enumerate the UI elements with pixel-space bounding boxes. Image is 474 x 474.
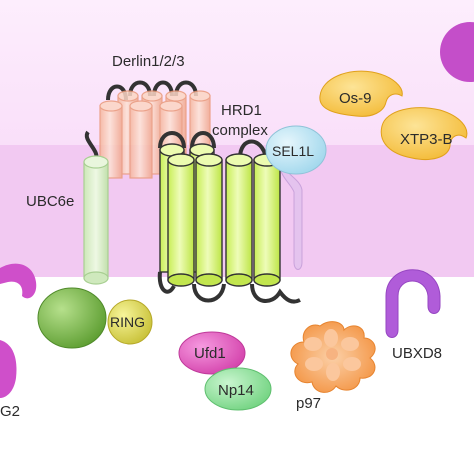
ubc6e-helix	[83, 130, 109, 285]
p97-label: p97	[296, 395, 321, 412]
ubxd8-protein	[385, 269, 441, 338]
ring-domain	[107, 299, 153, 345]
sel1l-protein	[265, 125, 327, 175]
ufd1-protein	[178, 331, 246, 375]
ubxd8-label: UBXD8	[392, 345, 442, 362]
os9-label: Os-9	[339, 90, 372, 107]
e2-enzyme	[37, 287, 107, 349]
ring-label: RING	[110, 314, 145, 330]
partial-magenta-blob	[440, 22, 474, 82]
np14-protein	[204, 367, 272, 411]
hrd1-label-line2: complex	[212, 122, 268, 139]
os9-protein	[319, 70, 403, 117]
np14-label: Np14	[218, 382, 254, 399]
partial-edge-label: G2	[0, 403, 20, 420]
ufd1-label: Ufd1	[194, 345, 226, 362]
derlin-label: Derlin1/2/3	[112, 53, 185, 70]
sel1l-label: SEL1L	[272, 143, 314, 159]
hrd1-complex	[157, 131, 301, 304]
left-partial-hook-top	[0, 263, 37, 299]
xtp3b-label: XTP3-B	[400, 131, 453, 148]
derlin-complex	[99, 80, 211, 179]
ubc6e-label: UBC6e	[26, 193, 74, 210]
p97-protein	[290, 321, 376, 393]
xtp3b-protein	[380, 107, 468, 160]
hrd1-label-line1: HRD1	[221, 102, 262, 119]
sel1l-anchor	[279, 159, 303, 270]
left-partial-hook-bottom	[0, 340, 17, 398]
